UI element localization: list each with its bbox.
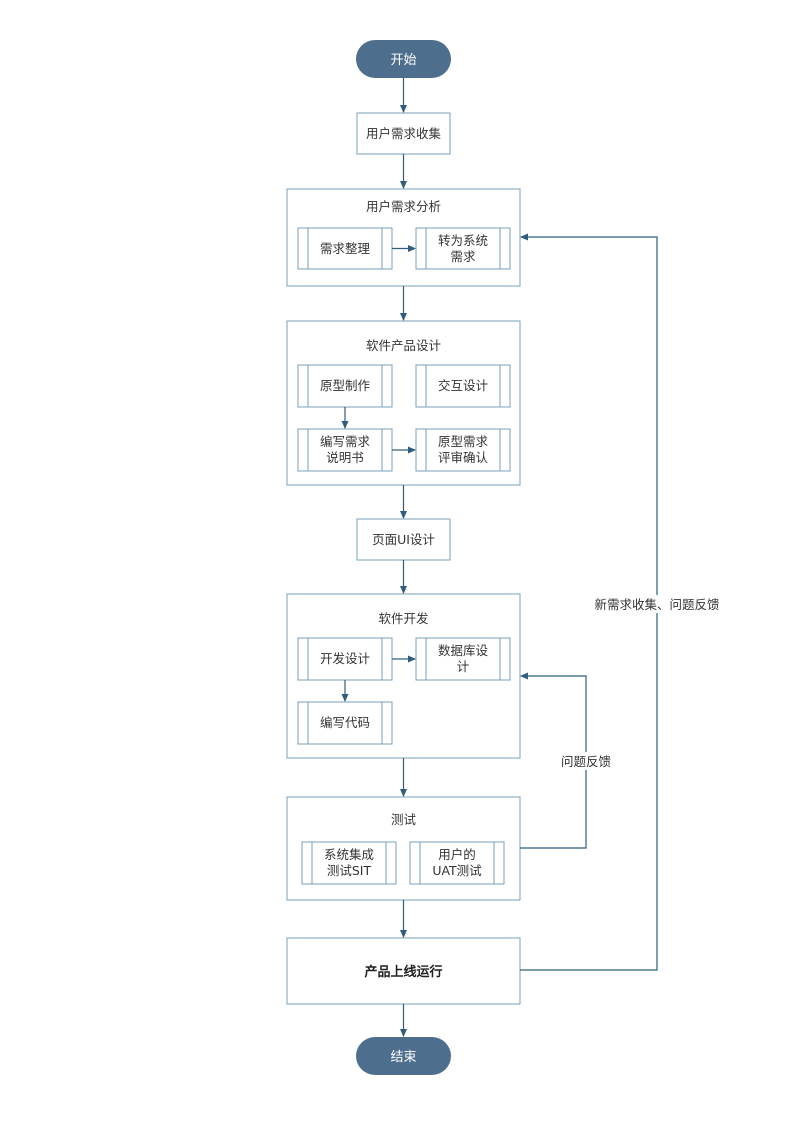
process-database-design: 数据库设 计 <box>415 637 511 681</box>
step-ui-design: 页面UI设计 <box>356 518 451 561</box>
step-launch: 产品上线运行 <box>286 937 521 1005</box>
step-collect: 用户需求收集 <box>356 112 451 155</box>
process-label-line2: 计 <box>457 659 470 674</box>
step-ui-design-label: 页面UI设计 <box>372 532 435 547</box>
process-label-line2: 说明书 <box>326 450 364 465</box>
process-label: 编写代码 <box>320 715 370 730</box>
process-uat-test: 用户的 UAT测试 <box>409 841 505 885</box>
process-prototype: 原型制作 <box>297 364 393 408</box>
group-analysis-title: 用户需求分析 <box>366 199 441 214</box>
step-launch-label: 产品上线运行 <box>364 964 442 980</box>
start-terminal: 开始 <box>356 40 451 78</box>
process-label: 原型制作 <box>320 378 371 393</box>
process-organize-requirements: 需求整理 <box>297 227 393 270</box>
group-test-title: 测试 <box>391 812 417 827</box>
group-design-title: 软件产品设计 <box>366 338 441 353</box>
process-label-line1: 原型需求 <box>438 434 489 449</box>
process-write-code: 编写代码 <box>297 701 393 745</box>
test-feedback-label: 问题反馈 <box>561 754 611 769</box>
process-label-line2: 测试SIT <box>327 863 372 878</box>
process-write-spec: 编写需求 说明书 <box>297 428 393 472</box>
process-sit-test: 系统集成 测试SIT <box>301 841 397 885</box>
process-dev-design: 开发设计 <box>297 637 393 681</box>
process-interaction-design: 交互设计 <box>415 364 511 408</box>
group-analysis: 用户需求分析 需求整理 转为系统 需求 <box>286 188 521 287</box>
process-label-line1: 系统集成 <box>324 847 374 862</box>
process-label-line1: 数据库设 <box>438 643 489 658</box>
process-label-line2: 需求 <box>450 249 476 264</box>
start-label: 开始 <box>390 53 416 68</box>
process-label-line2: 评审确认 <box>438 450 489 465</box>
process-label-line2: UAT测试 <box>432 863 482 878</box>
group-dev: 软件开发 开发设计 数据库设 计 编写代码 <box>286 593 521 759</box>
process-convert-system-requirements: 转为系统 需求 <box>415 227 511 270</box>
end-terminal: 结束 <box>356 1037 451 1075</box>
process-label-line1: 用户的 <box>438 847 476 862</box>
end-label: 结束 <box>390 1050 416 1065</box>
process-label: 交互设计 <box>438 378 488 393</box>
group-test: 测试 系统集成 测试SIT 用户的 UAT测试 <box>286 796 521 901</box>
process-prototype-review: 原型需求 评审确认 <box>415 428 511 472</box>
process-label-line1: 转为系统 <box>438 233 488 248</box>
step-collect-label: 用户需求收集 <box>366 126 442 141</box>
process-label-line1: 编写需求 <box>320 434 371 449</box>
process-label: 开发设计 <box>320 651 370 666</box>
group-dev-title: 软件开发 <box>378 611 429 626</box>
launch-feedback-label: 新需求收集、问题反馈 <box>594 597 719 612</box>
process-label: 需求整理 <box>320 241 371 256</box>
group-design: 软件产品设计 原型制作 交互设计 编写需求 说明书 原型需求 评审确认 <box>286 320 521 486</box>
